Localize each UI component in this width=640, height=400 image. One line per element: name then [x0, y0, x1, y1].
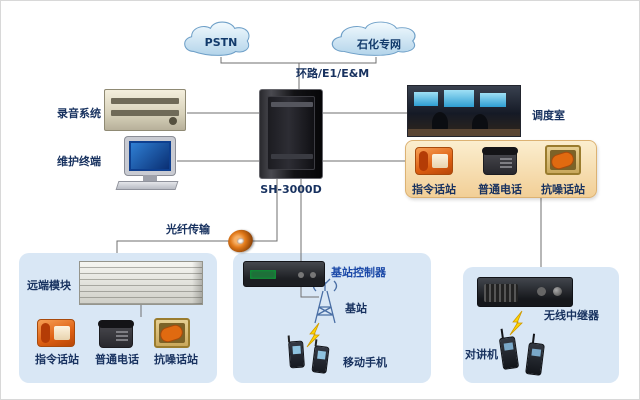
base-station-label: 基站 — [345, 302, 367, 315]
mobile-phone — [288, 340, 305, 369]
wireless-repeater-label: 无线中继器 — [544, 309, 599, 322]
maintenance-terminal-label: 维护终端 — [57, 155, 101, 168]
sh3000d-cabinet — [259, 89, 323, 179]
telephone-device — [482, 147, 518, 175]
telephone-device — [98, 320, 134, 348]
dispatch-screen — [480, 93, 506, 107]
command-station-device — [37, 319, 75, 347]
mobile-phone-label: 移动手机 — [343, 356, 387, 369]
remote-module-label: 远端模块 — [27, 279, 71, 292]
dispatch-room-photo — [407, 85, 521, 137]
dispatch-screen — [414, 92, 438, 106]
recording-system-label: 录音系统 — [57, 107, 101, 120]
noise-proof-station-device — [154, 318, 190, 348]
remote-module-rack — [79, 261, 203, 305]
dispatch-desk — [408, 129, 520, 136]
remote-noise-station-label: 抗噪话站 — [154, 353, 198, 366]
dispatch-screen — [444, 90, 474, 107]
remote-command-station-label: 指令话站 — [35, 353, 79, 366]
operator-silhouette — [432, 112, 448, 134]
walkie-talkie-label: 对讲机 — [465, 348, 498, 361]
bts-controller-label: 基站控制器 — [331, 266, 386, 279]
base-station-controller-device — [243, 261, 325, 287]
wireless-repeater-device — [477, 277, 573, 307]
fiber-coil-icon — [225, 226, 256, 256]
petro-cloud-label: 石化专网 — [357, 38, 401, 51]
recording-system-device — [104, 89, 186, 131]
panel-telephone-label: 普通电话 — [478, 183, 522, 196]
panel-noise-station-label: 抗噪话站 — [541, 183, 585, 196]
pstn-cloud-label: PSTN — [204, 36, 238, 49]
maintenance-terminal-keyboard — [115, 181, 179, 190]
noise-proof-station-device — [545, 145, 581, 175]
trunk-label: 环路/E1/E&M — [296, 67, 370, 80]
command-station-device — [415, 147, 453, 175]
panel-command-station-label: 指令话站 — [412, 183, 456, 196]
maintenance-terminal-monitor — [125, 137, 175, 182]
remote-telephone-label: 普通电话 — [95, 353, 139, 366]
dispatch-room-label: 调度室 — [532, 109, 565, 122]
fiber-transmission-label: 光纤传输 — [166, 223, 210, 236]
cabinet-model-label: SH-3000D — [260, 183, 322, 196]
